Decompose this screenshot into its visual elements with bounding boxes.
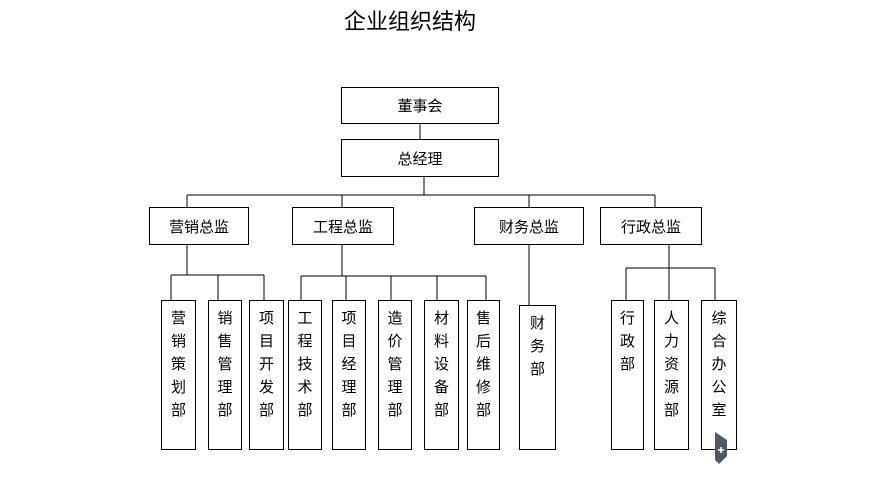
dept-label: 材料设备部	[433, 309, 449, 419]
dept-project-manager: 项目经理部	[332, 300, 366, 450]
dept-label: 售后维修部	[475, 309, 491, 419]
director-marketing: 营销总监	[149, 207, 249, 245]
dept-label: 项目经理部	[341, 309, 357, 419]
dept-materials-equipment: 材料设备部	[424, 300, 459, 450]
director-finance: 财务总监	[474, 207, 584, 245]
dept-sales-management: 销售管理部	[208, 300, 242, 450]
dept-marketing-planning: 营销策划部	[161, 300, 196, 450]
dept-label: 项目开发部	[258, 309, 274, 419]
director-admin: 行政总监	[600, 207, 702, 245]
chart-title: 企业组织结构	[343, 10, 476, 35]
dept-administration: 行政部	[611, 300, 644, 450]
board-box: 董事会	[341, 87, 499, 124]
dept-label: 销售管理部	[217, 309, 233, 419]
dept-finance: 财务部	[519, 305, 556, 450]
dept-label: 营销策划部	[170, 309, 186, 419]
dept-human-resources: 人力资源部	[654, 300, 689, 450]
dept-project-development: 项目开发部	[249, 300, 284, 450]
dept-label: 工程技术部	[297, 309, 313, 419]
dept-label: 造价管理部	[387, 309, 403, 419]
dept-label: 财务部	[529, 314, 545, 378]
dept-general-office: 综合办公室	[701, 300, 737, 450]
dept-cost-management: 造价管理部	[378, 300, 412, 450]
dept-label: 行政部	[619, 309, 635, 373]
dept-engineering-tech: 工程技术部	[288, 300, 322, 450]
dept-label: 人力资源部	[663, 309, 679, 419]
director-engineering: 工程总监	[292, 207, 394, 245]
dept-after-sales: 售后维修部	[467, 300, 500, 450]
gm-box: 总经理	[341, 139, 499, 177]
cursor-icon	[715, 432, 727, 464]
dept-label: 综合办公室	[711, 309, 727, 419]
